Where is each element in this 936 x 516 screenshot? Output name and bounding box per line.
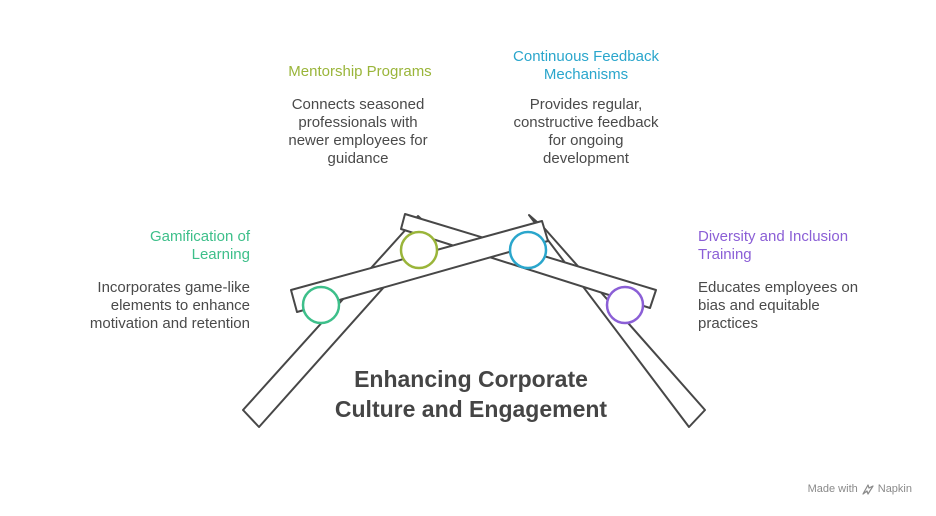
diversity-description: Educates employees on bias and equitable… <box>698 279 859 332</box>
node-diversity <box>605 285 645 325</box>
mentorship-description: Connects seasoned professionals with new… <box>288 96 428 167</box>
feedback-title: Continuous Feedback Mechanisms <box>513 48 659 83</box>
node-mentorship <box>399 230 439 270</box>
node-gamification <box>301 285 341 325</box>
napkin-brand-text: Napkin <box>877 483 912 495</box>
made-with-footer: Made with Napkin <box>808 483 912 495</box>
gamification-title: Gamification of Learning <box>149 228 250 263</box>
made-with-text: Made with <box>807 483 858 495</box>
diversity-title: Diversity and Inclusion Training <box>698 228 849 263</box>
diagram-title: Enhancing Corporate Culture and Engageme… <box>334 366 608 422</box>
napkin-logo-icon <box>862 483 874 495</box>
mentorship-title: Mentorship Programs <box>288 63 432 80</box>
gamification-description: Incorporates game-like elements to enhan… <box>89 279 250 332</box>
feedback-description: Provides regular, constructive feedback … <box>513 96 659 167</box>
node-feedback <box>508 230 548 270</box>
